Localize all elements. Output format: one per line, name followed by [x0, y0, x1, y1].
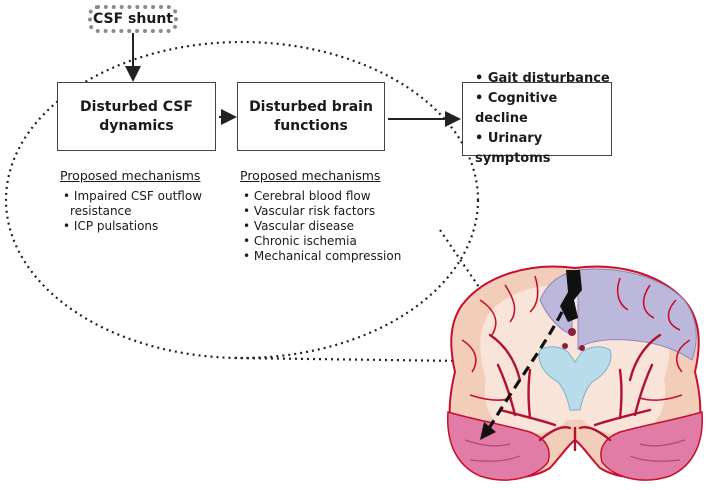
- purple-region: [577, 268, 697, 361]
- mechanism-item: Chronic ischemia: [240, 234, 410, 249]
- disturbed-brain-functions-box: Disturbed brain functions: [237, 82, 385, 151]
- csf-shunt-label: CSF shunt: [88, 5, 178, 33]
- mechanism-item: Mechanical compression: [240, 249, 410, 264]
- csf-shunt-text: CSF shunt: [93, 11, 173, 27]
- symptoms-box: Gait disturbance Cognitive decline Urina…: [462, 71, 612, 166]
- brain-mechanisms: Proposed mechanisms Cerebral blood flow …: [240, 168, 410, 264]
- brain-illustration: [446, 265, 704, 481]
- mechanism-item: Vascular disease: [240, 219, 410, 234]
- brain-functions-line2: functions: [274, 117, 348, 134]
- symptom-item: Urinary symptoms: [475, 129, 611, 169]
- csf-dynamics-line1: Disturbed CSF: [80, 98, 193, 115]
- symptom-item: Cognitive decline: [475, 89, 611, 129]
- csf-mechanisms-title: Proposed mechanisms: [60, 168, 201, 183]
- csf-mechanisms: Proposed mechanisms Impaired CSF outflow…: [60, 168, 230, 234]
- mechanism-item: Vascular risk factors: [240, 204, 410, 219]
- disturbed-csf-dynamics-box: Disturbed CSF dynamics: [57, 82, 216, 151]
- csf-dynamics-line2: dynamics: [99, 117, 174, 134]
- brain-functions-line1: Disturbed brain: [249, 98, 373, 115]
- mechanism-item: Cerebral blood flow: [240, 189, 410, 204]
- brain-mechanisms-title: Proposed mechanisms: [240, 168, 381, 183]
- mechanism-item: Impaired CSF outflow resistance: [60, 189, 230, 219]
- symptoms-list: Gait disturbance Cognitive decline Urina…: [463, 69, 611, 169]
- mechanism-item: ICP pulsations: [60, 219, 230, 234]
- shunt-catheter: [560, 270, 582, 322]
- ventricles: [538, 346, 612, 411]
- csf-mechanisms-list: Impaired CSF outflow resistance ICP puls…: [60, 189, 230, 234]
- purple-region-left: [539, 271, 573, 336]
- brain-mechanisms-list: Cerebral blood flow Vascular risk factor…: [240, 189, 410, 264]
- symptom-item: Gait disturbance: [475, 69, 611, 89]
